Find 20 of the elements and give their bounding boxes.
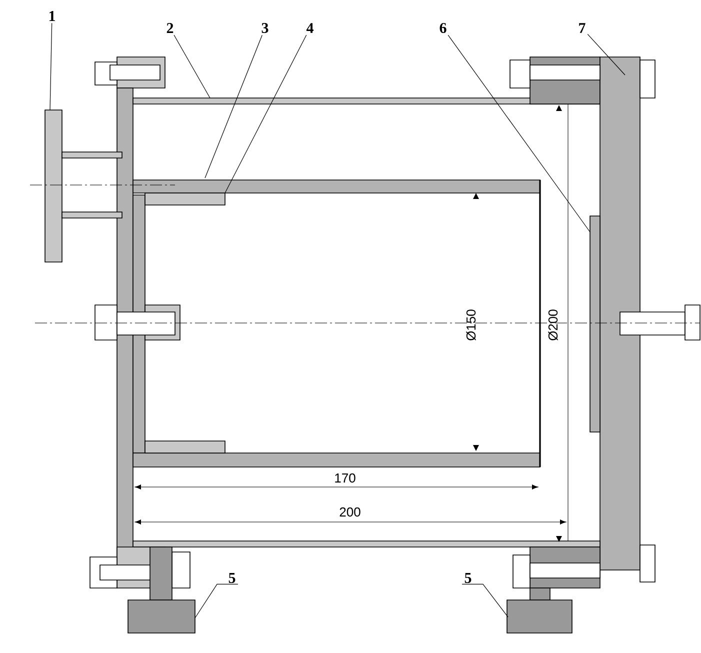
callout-number: 5: [228, 573, 236, 583]
dimension-label: 200: [340, 507, 360, 517]
callout-number: 6: [440, 22, 446, 34]
leader-line: [50, 22, 52, 110]
callout-number: 1: [49, 11, 55, 21]
leader-line: [174, 34, 210, 98]
callout-number: 7: [579, 23, 586, 33]
leader-line: [224, 34, 307, 194]
dimension-label: Ø150: [466, 310, 476, 340]
leader-line: [204, 34, 262, 178]
dimension-label: 170: [335, 473, 356, 483]
leader-line: [448, 34, 590, 232]
callout-number: 5: [464, 573, 472, 583]
callout-number: 3: [262, 22, 268, 34]
callout-number: 4: [306, 23, 314, 33]
callout-number: 2: [166, 23, 174, 33]
dimension-label: Ø200: [548, 310, 558, 340]
leader-line: [587, 34, 626, 76]
leader-line: [462, 584, 508, 618]
leader-line: [194, 584, 238, 618]
